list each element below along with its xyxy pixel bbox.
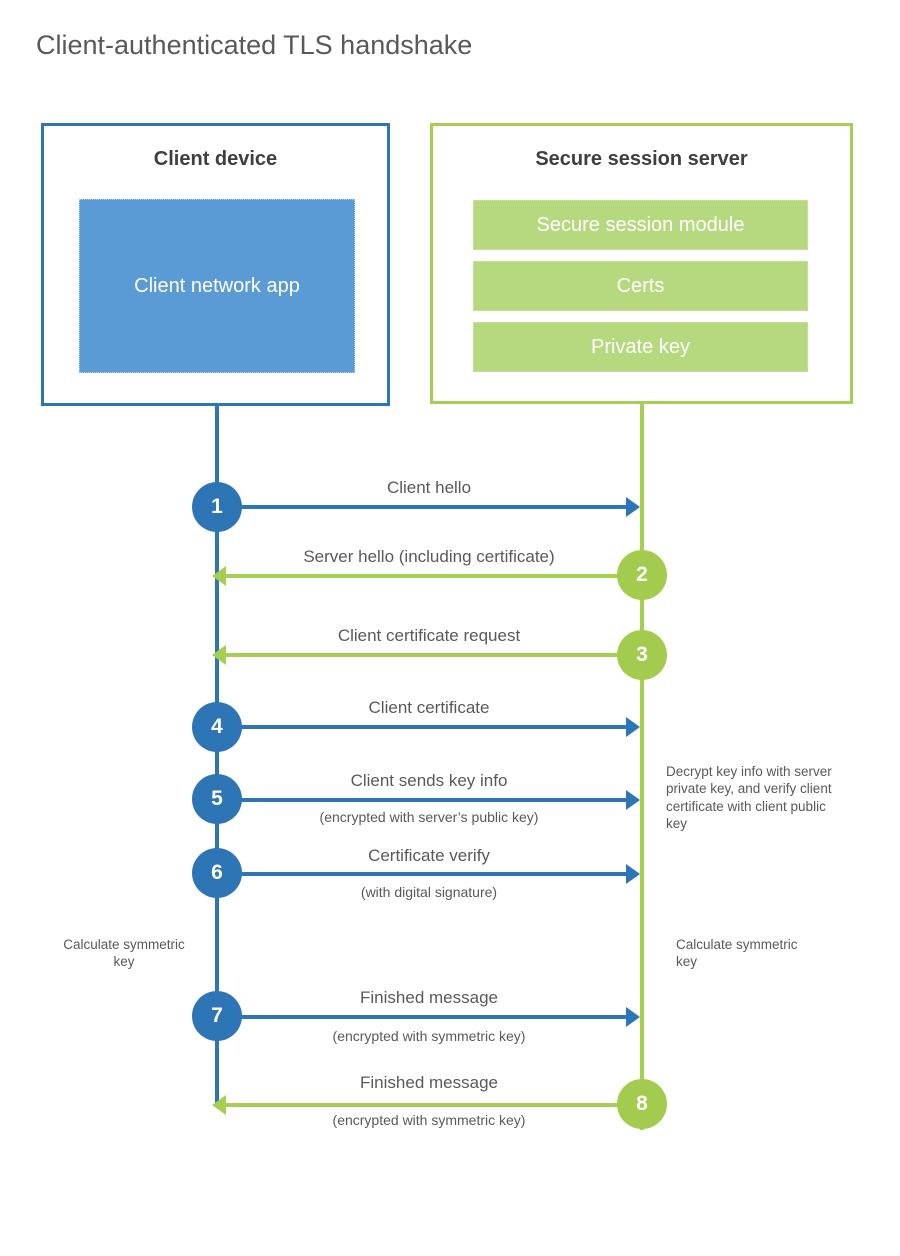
client-network-app-box: Client network app xyxy=(79,199,355,373)
calculate-symmetric-key-note-server: Calculate symmetric key xyxy=(676,937,798,970)
step-7-sublabel: (encrypted with symmetric key) xyxy=(332,1028,526,1044)
step-5-sublabel: (encrypted with server’s public key) xyxy=(319,809,539,825)
step-8-arrow-left-icon xyxy=(212,1095,641,1115)
server-module-secure-session: Secure session module xyxy=(473,200,808,250)
step-7-arrow-right-icon xyxy=(217,1007,640,1027)
step-8-badge: 8 xyxy=(617,1079,667,1129)
step-3-badge: 3 xyxy=(617,630,667,680)
step-1-arrow-right-icon xyxy=(217,497,640,517)
step-7-badge: 7 xyxy=(192,991,242,1041)
step-2-badge: 2 xyxy=(617,550,667,600)
step-3-arrow-left-icon xyxy=(212,645,641,665)
step-5-arrow-right-icon xyxy=(217,790,640,810)
decrypt-key-note: Decrypt key info with server private key… xyxy=(666,764,832,831)
calculate-symmetric-key-note-client: Calculate symmetric key xyxy=(63,937,185,970)
client-lifeline xyxy=(215,404,219,1107)
step-5-badge: 5 xyxy=(192,774,242,824)
step-1-label: Client hello xyxy=(386,478,472,497)
step-4-badge: 4 xyxy=(192,702,242,752)
step-4-arrow-right-icon xyxy=(217,717,640,737)
server-module-private-key: Private key xyxy=(473,322,808,372)
secure-session-server-box: Secure session server Secure session mod… xyxy=(430,123,853,404)
step-3-label: Client certificate request xyxy=(337,626,521,645)
server-module-certs: Certs xyxy=(473,261,808,311)
server-title: Secure session server xyxy=(535,148,748,170)
step-6-label: Certificate verify xyxy=(368,846,490,865)
step-7-label: Finished message xyxy=(360,988,498,1007)
step-6-badge: 6 xyxy=(192,848,242,898)
step-8-sublabel: (encrypted with symmetric key) xyxy=(332,1112,526,1128)
server-lifeline xyxy=(640,402,644,1130)
step-8-label: Finished message xyxy=(360,1073,498,1092)
step-2-arrow-left-icon xyxy=(212,566,641,586)
step-4-label: Client certificate xyxy=(368,698,490,717)
step-1-badge: 1 xyxy=(192,482,242,532)
page-title: Client-authenticated TLS handshake xyxy=(36,30,473,60)
step-5-label: Client sends key info xyxy=(350,771,508,790)
client-network-app-label: Client network app xyxy=(134,275,300,297)
step-6-sublabel: (with digital signature) xyxy=(360,884,498,900)
step-6-arrow-right-icon xyxy=(217,864,640,884)
step-2-label: Server hello (including certificate) xyxy=(303,547,555,566)
client-device-title: Client device xyxy=(153,148,278,170)
client-device-box: Client device Client network app xyxy=(41,123,390,406)
